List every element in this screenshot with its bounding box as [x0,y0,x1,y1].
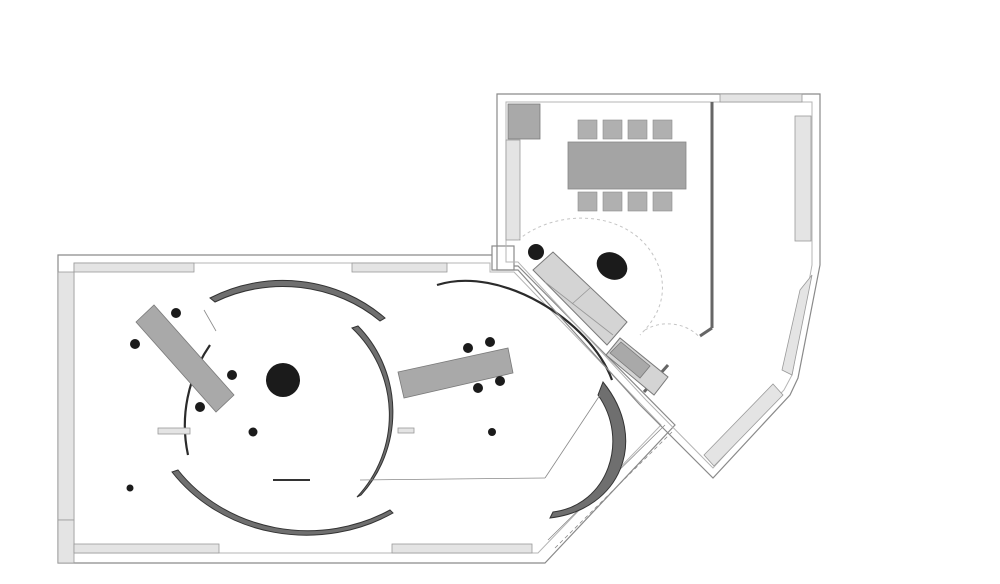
door-swing-upper [517,217,663,336]
chair-top-3 [627,119,648,140]
column-11 [488,428,496,436]
left-glass-panel [505,139,521,241]
curved-partition-right [351,325,394,498]
stub-2 [157,427,191,435]
large-column [266,363,300,397]
stub-5 [544,394,601,479]
column-10 [495,376,505,386]
top-glass-panel-2 [351,262,448,273]
left-wall-strip-lower [57,519,75,564]
oval-coffee-table [596,252,628,280]
corner-pillar [491,245,515,271]
column-7 [463,343,473,353]
meeting-room [496,93,821,479]
meeting-column [528,244,544,260]
gallery-hall [57,245,676,564]
left-wall-strip [57,271,75,521]
door-swing-lower [644,323,701,339]
bottom-right-glass [703,383,784,467]
sofa-seat-line [544,281,614,336]
display-bench-center [397,347,514,399]
column-9 [473,383,483,393]
oval-partition-top [436,279,614,381]
oval-partition-right [549,381,627,519]
curved-partition-bottom [171,469,394,536]
sofa [532,251,628,346]
lower-right-glass [781,274,813,376]
cabinet [507,103,541,140]
column-8 [485,337,495,347]
stub-4 [359,477,546,481]
display-bench-left [135,304,235,413]
bottom-glass-panel-1 [73,543,220,554]
right-glass-panel [794,115,812,242]
top-glass-panel-1 [73,262,195,273]
top-glass-panel [719,93,803,103]
bottom-glass-panel-2 [391,543,533,554]
column-3 [227,370,237,380]
room-divider-angled [699,326,713,338]
chair-bottom-3 [627,191,648,212]
sofa-cushion-divider [571,287,591,305]
curved-partition-top [209,279,386,322]
conference-table [567,141,687,190]
column-2 [130,339,140,349]
chair-bottom-2 [602,191,623,212]
stub-1 [203,309,217,332]
column-6 [126,484,134,492]
side-console-top [609,341,651,379]
chair-bottom-4 [652,191,673,212]
curved-partition-left [183,344,211,456]
chair-top-2 [602,119,623,140]
chair-bottom-1 [577,191,598,212]
column-4 [195,402,205,412]
chair-top-4 [652,119,673,140]
column-1 [171,308,181,318]
chair-top-1 [577,119,598,140]
meeting-outer-wall [496,93,821,479]
column-5 [248,427,258,437]
stub-3 [397,427,415,434]
